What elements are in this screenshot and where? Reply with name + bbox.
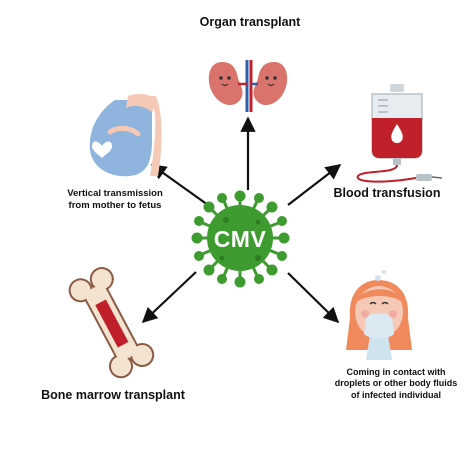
- vertical-transmission-label: Vertical transmission from mother to fet…: [40, 188, 190, 212]
- arrow-to-mother: [150, 164, 209, 206]
- cmv-center-label: CMV: [213, 226, 267, 252]
- droplet-contact-label: Coming in contact with droplets or other…: [322, 367, 470, 401]
- droplet-contact-line2: droplets or other body fluids: [334, 378, 458, 389]
- arrows: [141, 116, 342, 324]
- pregnant-woman-icon: [89, 93, 162, 177]
- blood-bag-icon: [356, 84, 443, 183]
- organ-transplant-label: Organ transplant: [180, 15, 320, 31]
- organ-transplant-text: Organ transplant: [199, 15, 301, 29]
- kidneys-icon: [208, 60, 288, 112]
- arrow-to-blood: [287, 164, 342, 206]
- bone-icon: [68, 267, 155, 379]
- arrow-to-bone: [141, 271, 197, 324]
- cmv-virus-icon: [191, 190, 290, 288]
- sick-girl-icon: [346, 270, 412, 360]
- droplet-contact-line1: Coming in contact with: [346, 367, 446, 377]
- blood-transfusion-label: Blood transfusion: [332, 186, 442, 202]
- vertical-transmission-line2: from mother to fetus: [68, 199, 162, 211]
- bone-marrow-label: Bone marrow transplant: [28, 388, 198, 404]
- blood-transfusion-text: Blood transfusion: [333, 186, 441, 200]
- droplet-contact-line3: of infected individual: [350, 389, 441, 400]
- vertical-transmission-line1: Vertical transmission: [67, 188, 163, 199]
- arrow-to-droplet: [287, 272, 340, 324]
- bone-marrow-text: Bone marrow transplant: [41, 388, 185, 402]
